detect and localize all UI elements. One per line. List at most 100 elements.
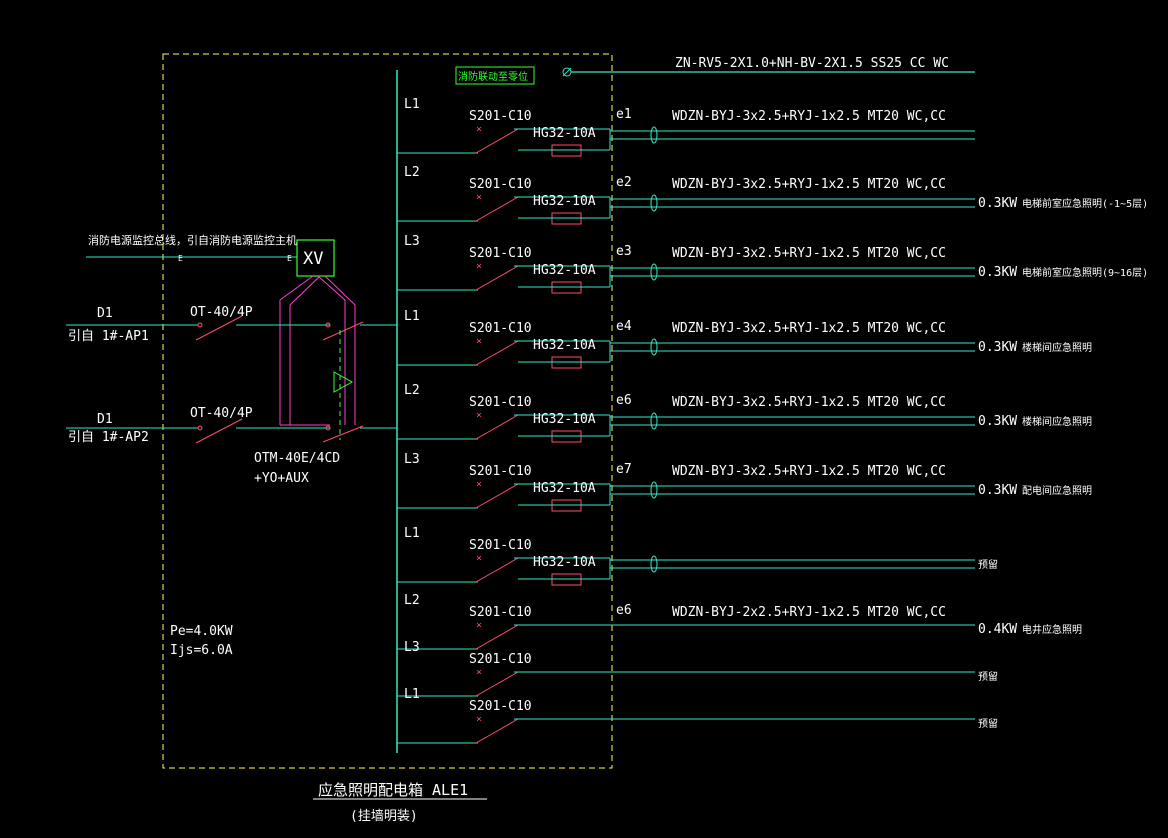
circuit-7-conduit-icon	[650, 555, 658, 573]
circuit-2-description: 电梯前室应急照明(-1~5层)	[1022, 197, 1148, 210]
circuit-1-id: e1	[616, 107, 632, 122]
ats-options: +YO+AUX	[254, 471, 309, 486]
circuit-9-phase: L3	[404, 640, 420, 655]
incoming-1-id: D1	[97, 306, 113, 321]
ats-contact-1	[325, 322, 331, 328]
load-pe: Pe=4.0KW	[170, 624, 233, 639]
circuit-9-breaker-blade	[475, 671, 519, 697]
circuit-2-breaker: S201-C10	[469, 177, 532, 192]
control-wire-3	[317, 275, 346, 425]
control-wire-1	[279, 275, 314, 425]
circuit-3-id: e3	[616, 244, 632, 259]
circuit-6-phase: L3	[404, 452, 420, 467]
circuit-6-id: e7	[616, 462, 632, 477]
circuit-5-trip-mark: ×	[476, 410, 482, 421]
circuit-1-breaker: S201-C10	[469, 109, 532, 124]
circuit-10-description: 预留	[978, 717, 998, 730]
circuit-4-breaker: S201-C10	[469, 321, 532, 336]
monitoring-section: 消防电源监控总线，引自消防电源监控主机 E E XV	[86, 233, 356, 426]
distribution-box-frame	[162, 53, 613, 769]
circuit-6-trip-mark: ×	[476, 479, 482, 490]
circuit-3-cable: WDZN-BYJ-3x2.5+RYJ-1x2.5 MT20 WC,CC	[672, 246, 946, 261]
incoming-1-switch: OT-40/4P	[190, 305, 253, 320]
circuit-2-trip-mark: ×	[476, 192, 482, 203]
circuit-5-power: 0.3KW	[978, 414, 1017, 429]
circuit-10-breaker: S201-C10	[469, 699, 532, 714]
circuit-2-phase: L2	[404, 165, 420, 180]
circuit-6-breaker-blade	[475, 483, 519, 509]
circuit-2-id: e2	[616, 175, 632, 190]
circuit-8-trip-mark: ×	[476, 620, 482, 631]
circuit-8-breaker: S201-C10	[469, 605, 532, 620]
circuit-2-fuse-label: HG32-10A	[533, 194, 596, 209]
circuit-8-breaker-blade	[475, 624, 519, 650]
circuit-7-phase: L1	[404, 526, 420, 541]
circuit-5-breaker-blade	[475, 414, 519, 440]
circuit-8-cable: WDZN-BYJ-2x2.5+RYJ-1x2.5 MT20 WC,CC	[672, 605, 946, 620]
panel-mounting: (挂墙明装)	[350, 809, 418, 824]
incoming-2-contact	[197, 425, 203, 431]
ats-contact-2	[325, 425, 331, 431]
monitor-label: 消防电源监控总线，引自消防电源监控主机	[88, 233, 297, 247]
circuit-3-trip-mark: ×	[476, 261, 482, 272]
circuit-10-trip-mark: ×	[476, 714, 482, 725]
circuit-3-breaker: S201-C10	[469, 246, 532, 261]
circuit-3-conduit-icon	[650, 263, 658, 281]
ats-actuator-icon	[333, 371, 354, 393]
circuit-2-power: 0.3KW	[978, 196, 1017, 211]
circuit-5-conduit-icon	[650, 412, 658, 430]
circuit-6-power: 0.3KW	[978, 483, 1017, 498]
circuit-1-cable: WDZN-BYJ-3x2.5+RYJ-1x2.5 MT20 WC,CC	[672, 109, 946, 124]
circuit-5-cable: WDZN-BYJ-3x2.5+RYJ-1x2.5 MT20 WC,CC	[672, 395, 946, 410]
fire-linkage-label-box	[455, 66, 535, 85]
incoming-feeder-1: D1 引自 1#-AP1 OT-40/4P	[66, 305, 397, 344]
circuit-7-breaker-blade	[475, 557, 519, 583]
circuit-4-power: 0.3KW	[978, 340, 1017, 355]
circuit-6-cable: WDZN-BYJ-3x2.5+RYJ-1x2.5 MT20 WC,CC	[672, 464, 946, 479]
circuit-4-id: e4	[616, 319, 632, 334]
control-wire-4	[324, 275, 356, 425]
circuit-7-trip-mark: ×	[476, 553, 482, 564]
incoming-1-contact	[197, 322, 203, 328]
circuit-9-breaker: S201-C10	[469, 652, 532, 667]
fire-linkage-line: 消防联动至零位 ZN-RV5-2X1.0+NH-BV-2X1.5 SS25 CC…	[455, 56, 975, 85]
incoming-2-switch: OT-40/4P	[190, 406, 253, 421]
circuit-1-trip-mark: ×	[476, 124, 482, 135]
circuit-2-cable: WDZN-BYJ-3x2.5+RYJ-1x2.5 MT20 WC,CC	[672, 177, 946, 192]
circuit-8-id: e6	[616, 603, 632, 618]
xv-module-box	[296, 239, 335, 277]
incoming-2-id: D1	[97, 412, 113, 427]
circuit-3-fuse-label: HG32-10A	[533, 263, 596, 278]
circuit-6-fuse-label: HG32-10A	[533, 481, 596, 496]
circuit-4-phase: L1	[404, 309, 420, 324]
panel-title: 应急照明配电箱 ALE1	[318, 781, 468, 799]
control-wire-2	[289, 275, 321, 425]
ats-blade-2	[322, 425, 364, 443]
circuit-2-breaker-blade	[475, 196, 519, 222]
ats-blade-1	[322, 321, 364, 341]
circuit-9-trip-mark: ×	[476, 667, 482, 678]
fire-linkage-cable: ZN-RV5-2X1.0+NH-BV-2X1.5 SS25 CC WC	[675, 56, 949, 71]
circuit-8-phase: L2	[404, 593, 420, 608]
circuit-3-breaker-blade	[475, 265, 519, 291]
circuit-4-fuse-label: HG32-10A	[533, 338, 596, 353]
incoming-2-blade	[195, 418, 243, 444]
monitor-wire-tag-2: E	[287, 254, 292, 263]
ats-model: OTM-40E/4CD	[254, 451, 340, 466]
incoming-feeder-2: D1 引自 1#-AP2 OT-40/4P	[66, 406, 397, 445]
circuit-1-fuse-label: HG32-10A	[533, 126, 596, 141]
circuit-5-fuse-label: HG32-10A	[533, 412, 596, 427]
circuit-4-description: 楼梯间应急照明	[1022, 341, 1092, 354]
circuit-10-breaker-blade	[475, 718, 519, 744]
circuit-4-conduit-icon	[650, 338, 658, 356]
circuit-1-breaker-blade	[475, 128, 519, 154]
incoming-1-source: 引自 1#-AP1	[68, 329, 149, 344]
circuit-6-description: 配电间应急照明	[1022, 484, 1092, 497]
circuit-6-breaker: S201-C10	[469, 464, 532, 479]
circuit-10-phase: L1	[404, 687, 420, 702]
circuit-9-description: 预留	[978, 670, 998, 683]
load-ijs: Ijs=6.0A	[170, 643, 233, 658]
monitor-wire-tag: E	[178, 254, 183, 263]
circuit-7-breaker: S201-C10	[469, 538, 532, 553]
circuit-2-conduit-icon	[650, 194, 658, 212]
